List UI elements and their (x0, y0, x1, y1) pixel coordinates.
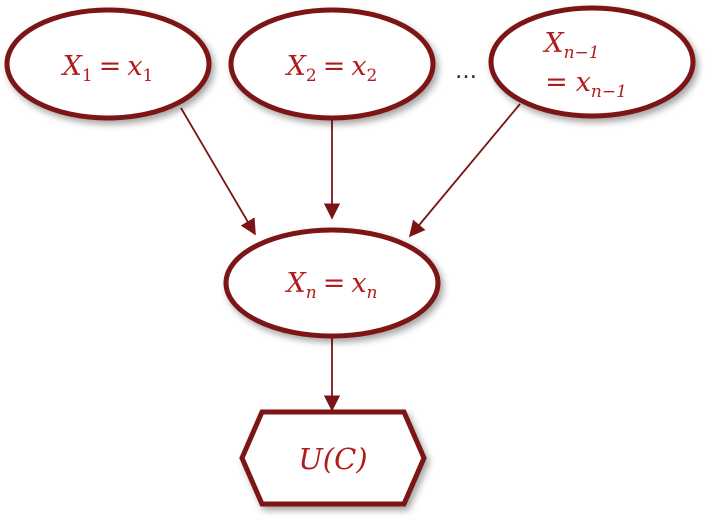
node-x1: X1=x1 (4, 7, 212, 121)
edge-xn1-to-xn (408, 103, 521, 238)
edge-x1-to-xn (180, 107, 256, 236)
node-x1-label: X1=x1 (61, 51, 154, 86)
node-x2: X2=x2 (228, 7, 436, 121)
node-xn-minus-1: Xn−1 =xn−1 (488, 5, 696, 119)
node-xn-minus-1-label-line1: Xn−1 (542, 28, 599, 63)
node-utility-label: U(C) (298, 442, 367, 476)
node-xn-minus-1-label-line2: =xn−1 (545, 67, 627, 102)
node-xn-label: Xn=xn (285, 268, 378, 303)
node-x2-label: X2=x2 (285, 51, 378, 86)
ellipsis-text: … (455, 59, 477, 84)
node-xn: Xn=xn (223, 227, 441, 339)
node-utility: U(C) (239, 409, 427, 507)
